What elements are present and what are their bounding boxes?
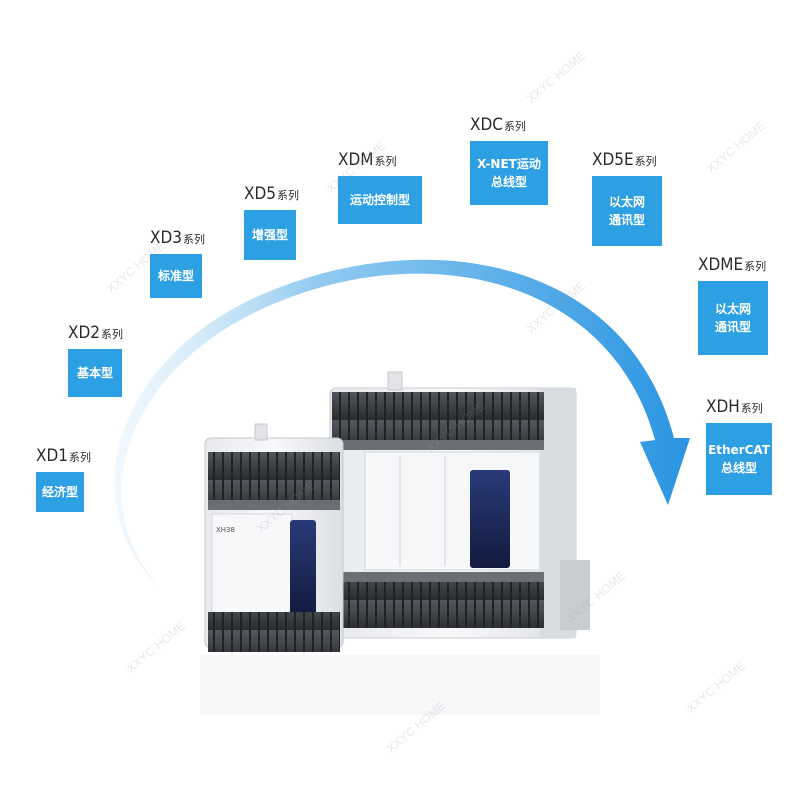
series-xd3-desc: 标准型 (150, 254, 202, 298)
series-xdm: XDM系列 运动控制型 (338, 150, 422, 224)
plc-large (329, 371, 590, 639)
series-xdh-name: XDH系列 (706, 397, 763, 417)
series-xdm-name: XDM系列 (338, 150, 397, 170)
series-xd5e: XD5E系列 以太网 通讯型 (592, 150, 662, 246)
series-xdm-desc: 运动控制型 (338, 176, 422, 224)
series-xd1-desc: 经济型 (36, 472, 84, 512)
series-xdme-name: XDME系列 (698, 255, 767, 275)
plc-small: XH38 (204, 423, 344, 652)
series-xd2-name: XD2系列 (68, 323, 123, 343)
series-xdme-desc: 以太网 通讯型 (698, 281, 768, 355)
series-xd1-name: XD1系列 (36, 446, 91, 466)
series-xdh: XDH系列 EtherCAT 总线型 (706, 397, 772, 495)
series-xdc: XDC系列 X-NET运动 总线型 (470, 115, 548, 205)
series-xd2-desc: 基本型 (68, 349, 122, 397)
series-xdc-desc: X-NET运动 总线型 (470, 141, 548, 205)
series-xd5e-name: XD5E系列 (592, 150, 657, 170)
series-xd3: XD3系列 标准型 (150, 228, 205, 298)
series-xd3-name: XD3系列 (150, 228, 205, 248)
series-xdh-desc: EtherCAT 总线型 (706, 423, 772, 495)
series-xd5-desc: 增强型 (244, 210, 296, 260)
series-xd1: XD1系列 经济型 (36, 446, 91, 512)
series-xd5: XD5系列 增强型 (244, 184, 299, 260)
plc-model-label: XH38 (216, 526, 235, 534)
series-xd5-name: XD5系列 (244, 184, 299, 204)
series-xdme: XDME系列 以太网 通讯型 (698, 255, 768, 355)
series-xdc-name: XDC系列 (470, 115, 526, 135)
series-xd2: XD2系列 基本型 (68, 323, 123, 397)
series-xd5e-desc: 以太网 通讯型 (592, 176, 662, 246)
